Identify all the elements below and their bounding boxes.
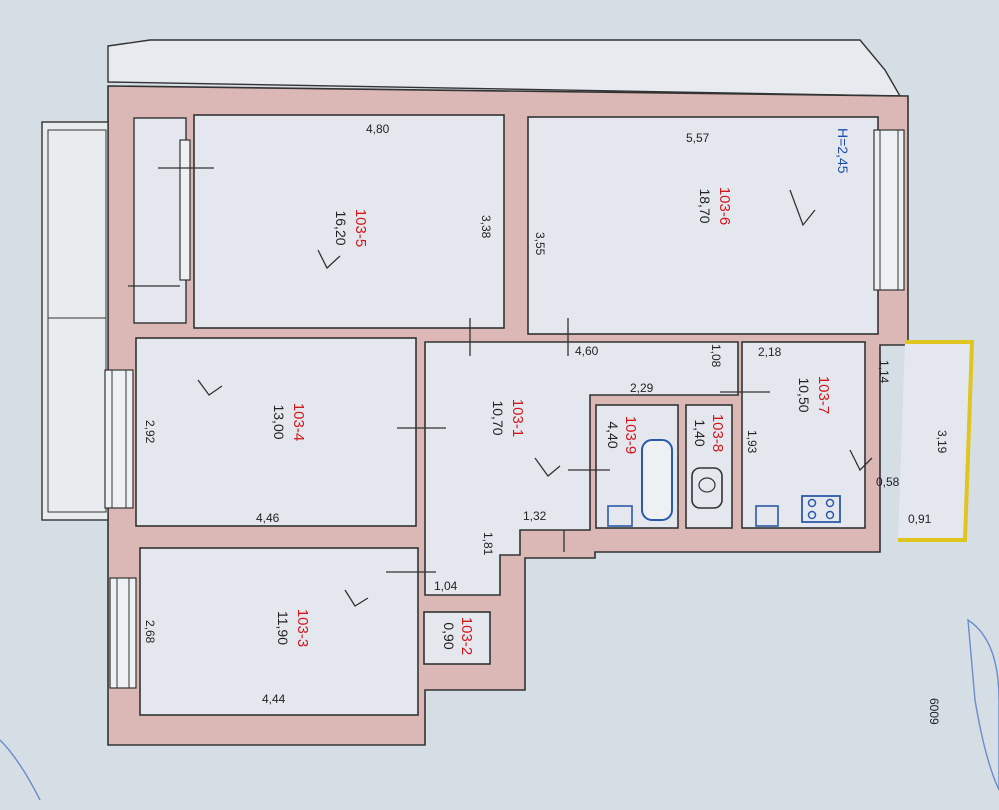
room-id-103-9: 103-9 [622, 416, 639, 454]
dim-1-81: 1,81 [481, 532, 495, 556]
balcony-left-inner [47, 129, 107, 513]
window-103-5 [179, 139, 191, 281]
room-id-103-8: 103-8 [709, 414, 726, 452]
room-103-3 [139, 547, 419, 716]
room-103-4 [135, 337, 417, 527]
dim-2-92: 2,92 [143, 420, 157, 444]
room-103-1 [424, 341, 739, 596]
dim-2-18: 2,18 [758, 345, 782, 359]
window-103-3 [109, 577, 137, 689]
check-mark [789, 189, 816, 227]
stove-icon [801, 495, 841, 523]
room-area-103-9: 4,40 [605, 421, 621, 448]
room-103-6 [527, 116, 879, 335]
kitchen-sink-icon [755, 505, 779, 527]
dim-2-68: 2,68 [143, 620, 157, 644]
room-id-103-4: 103-4 [290, 403, 307, 441]
top-strip [107, 39, 902, 97]
dim-3-55: 3,55 [533, 232, 547, 256]
room-area-103-5: 16,20 [333, 210, 349, 245]
dim-1-14: 1,14 [877, 360, 891, 384]
room-103-5 [193, 114, 505, 329]
dim-2-29: 2,29 [630, 381, 654, 395]
room-area-103-1: 10,70 [490, 400, 506, 435]
dim-3-38: 3,38 [479, 215, 493, 239]
dim-1-93: 1,93 [745, 430, 759, 454]
check-mark [197, 379, 223, 396]
check-mark [344, 589, 369, 607]
window-103-4 [104, 369, 134, 509]
room-103-7 [741, 341, 866, 529]
sink-icon [607, 505, 633, 527]
room-area-103-8: 1,40 [692, 419, 708, 446]
room-area-103-3: 11,90 [275, 611, 291, 645]
room-area-103-7: 10,50 [796, 377, 812, 412]
room-id-103-1: 103-1 [509, 399, 526, 437]
dim-1-04: 1,04 [434, 579, 458, 593]
room-id-103-7: 103-7 [815, 376, 832, 414]
check-mark [534, 457, 561, 477]
room-area-103-4: 13,00 [271, 404, 287, 439]
check-mark [849, 449, 873, 472]
dim-3-19: 3,19 [935, 430, 949, 454]
room-id-103-5: 103-5 [352, 209, 369, 247]
room-id-103-3: 103-3 [294, 609, 311, 647]
dim-4-80: 4,80 [366, 122, 390, 136]
toilet-icon [691, 467, 723, 509]
window-103-6 [873, 129, 905, 291]
bathtub-icon [641, 439, 673, 521]
height-note: H=2,45 [835, 128, 851, 174]
balcony-left [41, 121, 109, 521]
dim-4-46: 4,46 [256, 511, 280, 525]
dim-0-58: 0,58 [876, 475, 900, 489]
balcony-right [898, 340, 975, 542]
room-id-103-2: 103-2 [458, 617, 475, 655]
dim-0-91: 0,91 [908, 512, 932, 526]
dim-4-44: 4,44 [262, 692, 286, 706]
dim-5-57: 5,57 [686, 131, 710, 145]
room-area-103-2: 0,90 [441, 622, 457, 649]
stamp-mark [967, 618, 999, 791]
dim-1-32: 1,32 [523, 509, 547, 523]
pantry-left [133, 117, 187, 324]
stamp-mark [0, 739, 41, 801]
room-id-103-6: 103-6 [716, 187, 733, 225]
room-area-103-6: 18,70 [697, 188, 713, 223]
check-mark [317, 249, 341, 270]
dim-1-08: 1,08 [709, 344, 723, 368]
dim-4-60: 4,60 [575, 344, 599, 358]
dim-total: 6009 [927, 698, 941, 725]
room-103-2 [423, 611, 491, 665]
